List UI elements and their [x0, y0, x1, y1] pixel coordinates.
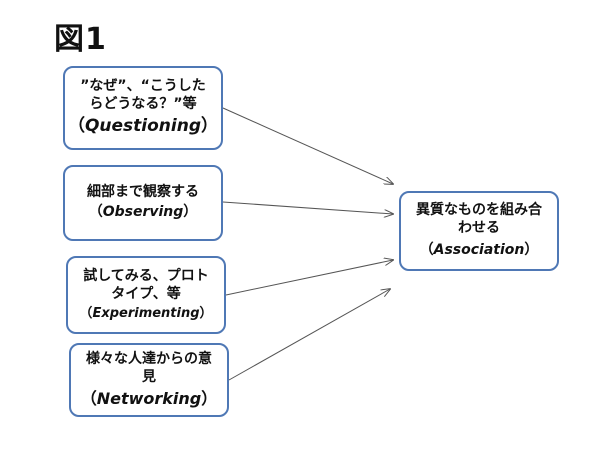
box-questioning-english: （Questioning）: [67, 116, 219, 137]
box-experimenting-line-1: 試してみる、プロト: [83, 267, 209, 284]
box-association-line-1: 異質なものを組み合: [416, 202, 542, 219]
box-experimenting: 試してみる、プロト タイプ、等 （Experimenting）: [66, 256, 226, 334]
box-experimenting-english: （Experimenting）: [79, 305, 213, 321]
box-association-line-2: わせる: [458, 220, 500, 237]
box-questioning-line-2: らどうなる？”等: [89, 96, 197, 113]
box-networking: 様々な人達からの意 見 （Networking）: [69, 343, 229, 417]
box-observing-line-1: 細部まで観察する: [87, 184, 199, 201]
arrow-questioning: [222, 107, 393, 184]
arrow-networking: [228, 289, 390, 381]
box-questioning: ”なぜ”、“こうした らどうなる？”等 （Questioning）: [63, 66, 223, 150]
box-experimenting-line-2: タイプ、等: [111, 285, 181, 302]
box-observing-english: （Observing）: [88, 204, 198, 220]
box-networking-english: （Networking）: [80, 388, 218, 408]
box-association-english: （Association）: [419, 241, 539, 258]
box-networking-line-2: 見: [142, 368, 156, 385]
box-association: 異質なものを組み合 わせる （Association）: [399, 191, 559, 271]
arrow-experimenting: [225, 260, 393, 296]
arrow-observing: [222, 201, 393, 214]
box-networking-line-1: 様々な人達からの意: [86, 350, 212, 367]
box-observing: 細部まで観察する （Observing）: [63, 165, 223, 241]
box-questioning-line-1: ”なぜ”、“こうした: [80, 78, 206, 95]
figure-title: 図1: [54, 22, 107, 57]
